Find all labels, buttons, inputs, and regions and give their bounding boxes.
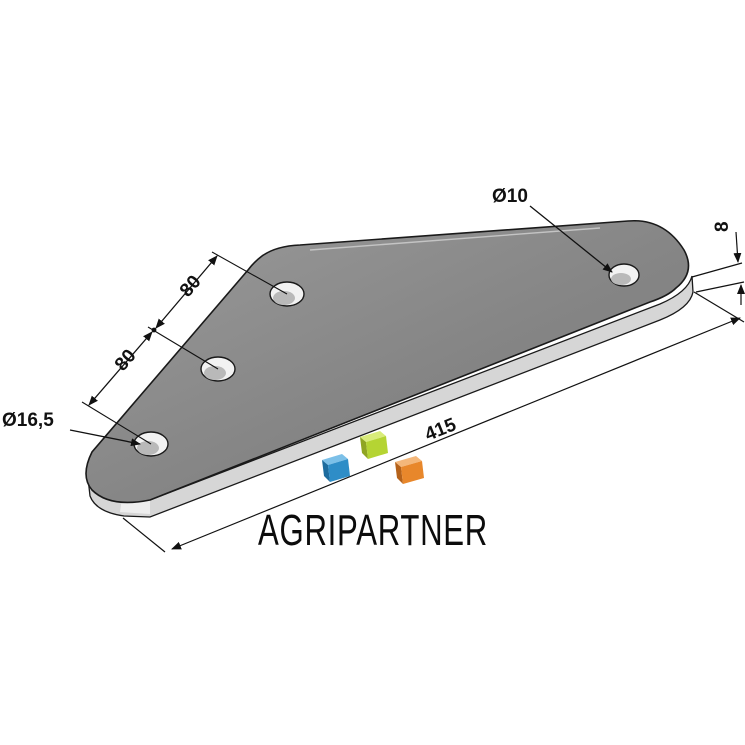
- cube-orange-icon: [395, 456, 424, 484]
- plate-top-highlight: [309, 227, 601, 251]
- leader-hole-large: [69, 429, 141, 447]
- plate-top-face: [85, 219, 690, 504]
- logo-cubes: [322, 431, 424, 484]
- dimension-length: [122, 291, 745, 553]
- label-spacing-upper: 80: [176, 272, 206, 302]
- cube-green-icon: [360, 431, 388, 459]
- dimension-spacing: [88, 255, 218, 406]
- leader-hole-small: [529, 205, 613, 273]
- hole-small-right: [608, 263, 640, 287]
- label-length: 415: [422, 414, 460, 446]
- dimension-node: [151, 327, 157, 333]
- brand-name: AGRIPARTNER: [258, 506, 488, 555]
- label-hole-large: Ø16,5: [2, 410, 54, 431]
- dimension-thickness: [691, 231, 745, 305]
- cube-blue-icon: [322, 454, 350, 482]
- label-thickness: 8: [712, 221, 733, 232]
- label-hole-small: Ø10: [492, 186, 528, 207]
